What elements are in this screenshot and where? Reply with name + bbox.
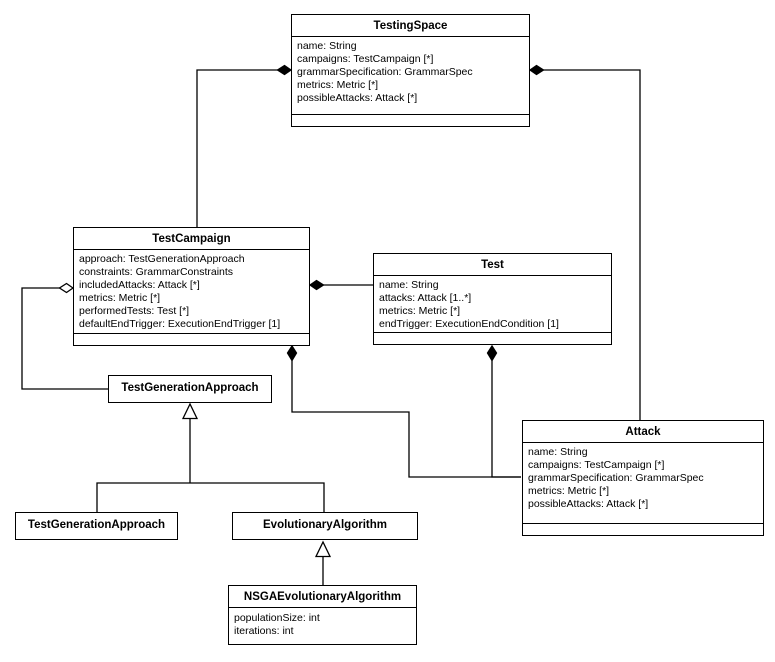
attribute: approach: TestGenerationApproach [79, 253, 245, 265]
class-box-attack[interactable]: Attack name: String campaigns: TestCampa… [522, 420, 764, 536]
attribute: defaultEndTrigger: ExecutionEndTrigger [… [79, 318, 281, 330]
aggregation-testcampaign-testgenerationapproach [21, 282, 108, 390]
attribute: possibleAttacks: Attack [*] [528, 498, 649, 510]
class-box-testingspace[interactable]: TestingSpace name: String campaigns: Tes… [291, 14, 530, 127]
composition-test-attack [486, 344, 521, 478]
attribute: metrics: Metric [*] [297, 79, 379, 91]
class-title: NSGAEvolutionaryAlgorithm [229, 586, 416, 608]
attribute: metrics: Metric [*] [379, 305, 461, 317]
class-box-evolutionaryalgorithm[interactable]: EvolutionaryAlgorithm [232, 512, 418, 540]
generalization-triangle-icon [181, 402, 199, 420]
attribute: performedTests: Test [*] [79, 305, 190, 317]
composition-testingspace-testcampaign [196, 64, 293, 227]
operations-compartment-empty [523, 523, 763, 535]
class-attributes: approach: TestGenerationApproach constra… [74, 250, 309, 333]
class-box-testgenerationapproach-subclass[interactable]: TestGenerationApproach [15, 512, 178, 540]
composition-diamond-icon [276, 64, 293, 76]
class-title: Attack [523, 421, 763, 443]
attribute: name: String [528, 446, 588, 458]
generalization-triangle-icon [314, 540, 332, 558]
class-box-testgenerationapproach-parent[interactable]: TestGenerationApproach [108, 375, 272, 403]
generalization-to-testgenerationapproach [96, 402, 325, 512]
class-box-test[interactable]: Test name: String attacks: Attack [1..*]… [373, 253, 612, 345]
attribute: constraints: GrammarConstraints [79, 266, 234, 278]
composition-testingspace-attack [528, 64, 641, 420]
composition-diamond-icon [308, 279, 325, 291]
attribute: campaigns: TestCampaign [*] [528, 459, 665, 471]
composition-testcampaign-attack [286, 344, 521, 478]
attribute: name: String [297, 40, 357, 52]
attribute: metrics: Metric [*] [528, 485, 610, 497]
class-title: TestGenerationApproach [27, 519, 166, 531]
class-title: TestingSpace [292, 15, 529, 37]
class-title: TestGenerationApproach [121, 382, 259, 394]
class-attributes: name: String campaigns: TestCampaign [*]… [292, 37, 529, 114]
class-attributes: populationSize: int iterations: int [229, 608, 416, 644]
class-title: TestCampaign [74, 228, 309, 250]
attribute: possibleAttacks: Attack [*] [297, 92, 418, 104]
attribute: metrics: Metric [*] [79, 292, 161, 304]
attribute: iterations: int [234, 625, 294, 637]
generalization-nsga-to-evolutionaryalgorithm [314, 540, 332, 585]
composition-diamond-icon [528, 64, 545, 76]
operations-compartment-empty [374, 332, 611, 344]
operations-compartment-empty [292, 114, 529, 126]
attribute: attacks: Attack [1..*] [379, 292, 472, 304]
aggregation-diamond-icon [58, 282, 75, 294]
composition-diamond-icon [286, 344, 298, 362]
attribute: campaigns: TestCampaign [*] [297, 53, 434, 65]
composition-testcampaign-test [308, 279, 373, 291]
class-title: Test [374, 254, 611, 276]
attribute: includedAttacks: Attack [*] [79, 279, 200, 291]
operations-compartment-empty [74, 333, 309, 345]
class-title: EvolutionaryAlgorithm [263, 519, 387, 531]
attribute: endTrigger: ExecutionEndCondition [1] [379, 318, 559, 330]
class-box-testcampaign[interactable]: TestCampaign approach: TestGenerationApp… [73, 227, 310, 346]
attribute: populationSize: int [234, 612, 320, 624]
attribute: grammarSpecification: GrammarSpec [297, 66, 473, 78]
class-attributes: name: String attacks: Attack [1..*] metr… [374, 276, 611, 332]
class-attributes: name: String campaigns: TestCampaign [*]… [523, 443, 763, 523]
class-box-nsgaevolutionaryalgorithm[interactable]: NSGAEvolutionaryAlgorithm populationSize… [228, 585, 417, 645]
attribute: grammarSpecification: GrammarSpec [528, 472, 704, 484]
attribute: name: String [379, 279, 439, 291]
composition-diamond-icon [486, 344, 498, 362]
